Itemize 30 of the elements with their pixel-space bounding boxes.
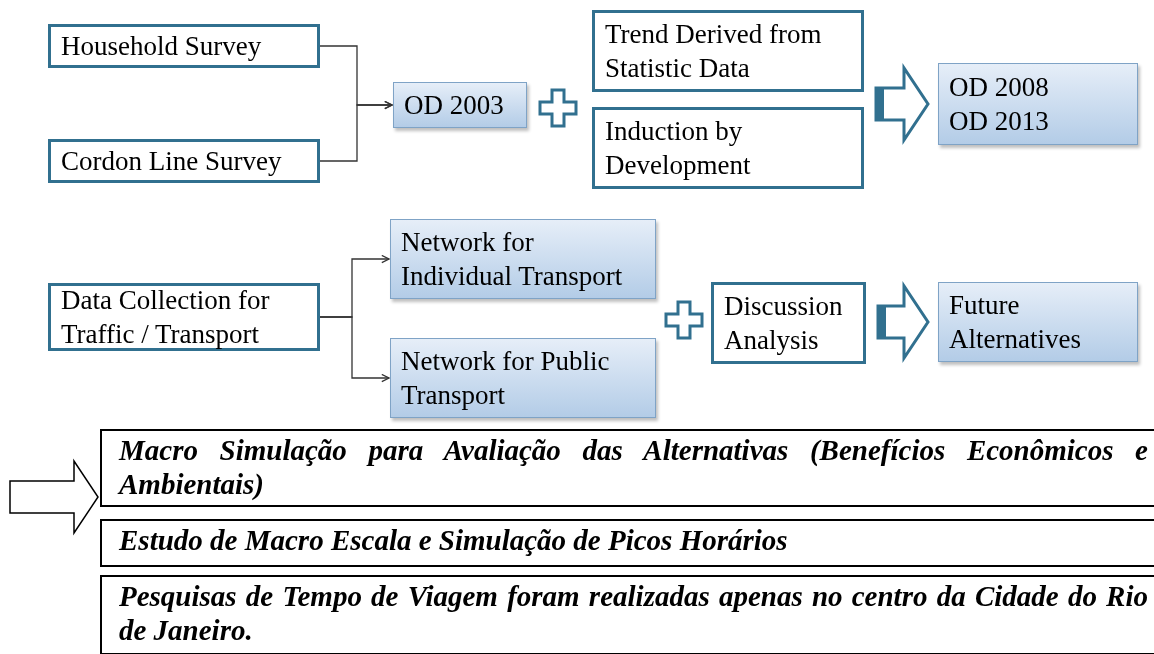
process-box xyxy=(48,24,320,68)
note-box xyxy=(100,575,1154,654)
box-label: Household Survey xyxy=(61,30,263,63)
box-label: Discussion Analysis xyxy=(724,290,844,357)
process-box xyxy=(938,282,1138,362)
box-label: Data Collection for Traffic / Transport xyxy=(61,284,271,351)
box-label: Trend Derived from Statistic Data xyxy=(605,18,823,85)
box-label: OD 2003 xyxy=(404,89,505,122)
process-box xyxy=(592,10,864,92)
process-box xyxy=(711,282,866,364)
process-box xyxy=(592,107,864,189)
process-box xyxy=(938,63,1138,145)
box-label: Cordon Line Survey xyxy=(61,145,283,178)
process-box xyxy=(48,139,320,183)
process-box xyxy=(390,338,656,418)
connector-arrow xyxy=(319,316,390,383)
process-box xyxy=(48,283,320,351)
process-box xyxy=(390,219,656,299)
note-text: Macro Simulação para Avaliação das Alternativas (Benefícios Econômicos e Ambientais) xyxy=(119,433,1148,501)
note-box xyxy=(100,519,1154,567)
connector-arrow xyxy=(319,100,393,162)
process-box xyxy=(393,82,527,128)
note-text: Estudo de Macro Escala e Simulação de Picos Horários xyxy=(119,523,789,557)
box-label: OD 2008 xyxy=(949,71,1050,104)
box-label: Network for Public Transport xyxy=(401,345,611,412)
box-label: Future Alternatives xyxy=(949,289,1082,356)
note-text: Pesquisas de Tempo de Viagem foram realizadas apenas no centro da Cidade do Rio de Janeiro. xyxy=(119,579,1148,647)
box-label: OD 2013 xyxy=(949,105,1050,138)
box-label: Induction by Development xyxy=(605,115,752,182)
box-label: Network for Individual Transport xyxy=(401,226,624,293)
